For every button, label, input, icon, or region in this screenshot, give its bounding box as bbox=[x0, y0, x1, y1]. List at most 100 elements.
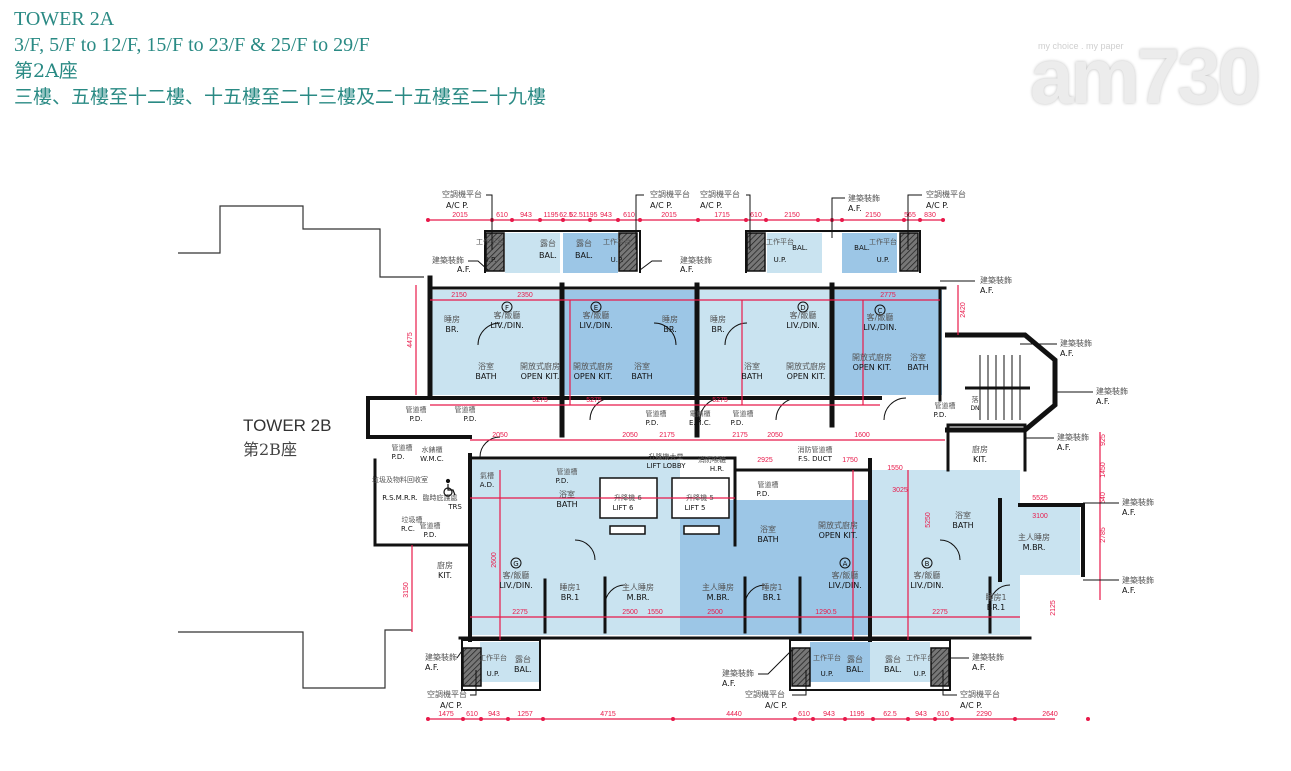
am730-logo: am730 my choice . my paper bbox=[1030, 32, 1261, 120]
svg-text:開放式廚房: 開放式廚房 bbox=[852, 352, 892, 362]
svg-text:D: D bbox=[800, 304, 805, 312]
svg-text:A/C P.: A/C P. bbox=[926, 201, 948, 210]
dimension-ticks bbox=[426, 218, 1090, 721]
svg-text:管道槽: 管道槽 bbox=[935, 401, 956, 410]
svg-text:P.D.: P.D. bbox=[556, 477, 569, 485]
svg-text:1290.5: 1290.5 bbox=[815, 609, 837, 616]
svg-text:943: 943 bbox=[488, 711, 500, 718]
svg-text:建築裝飾: 建築裝飾 bbox=[1096, 386, 1128, 396]
svg-text:2175: 2175 bbox=[659, 432, 675, 439]
svg-text:OPEN KIT.: OPEN KIT. bbox=[521, 372, 560, 381]
svg-text:廚房: 廚房 bbox=[972, 444, 988, 454]
svg-text:BATH: BATH bbox=[757, 535, 778, 544]
svg-text:BATH: BATH bbox=[475, 372, 496, 381]
svg-text:LIV./DIN.: LIV./DIN. bbox=[863, 323, 897, 332]
svg-text:浴室: 浴室 bbox=[559, 489, 575, 499]
svg-text:2125: 2125 bbox=[1050, 600, 1057, 616]
svg-text:5250: 5250 bbox=[925, 512, 932, 528]
svg-text:LIFT LOBBY: LIFT LOBBY bbox=[646, 462, 686, 470]
svg-text:A/C P.: A/C P. bbox=[446, 201, 468, 210]
svg-text:OPEN KIT.: OPEN KIT. bbox=[819, 531, 858, 540]
svg-text:U.P.: U.P. bbox=[487, 670, 500, 678]
svg-text:浴室: 浴室 bbox=[760, 524, 776, 534]
svg-text:A.F.: A.F. bbox=[425, 663, 439, 672]
svg-text:F: F bbox=[505, 304, 509, 312]
svg-text:睡房: 睡房 bbox=[710, 314, 726, 324]
svg-text:BAL.: BAL. bbox=[539, 251, 557, 260]
tower-2b-en: TOWER 2B bbox=[243, 416, 332, 435]
svg-text:A.F.: A.F. bbox=[848, 204, 862, 213]
svg-text:1475: 1475 bbox=[438, 711, 454, 718]
svg-text:BR.1: BR.1 bbox=[987, 603, 1005, 612]
svg-text:建築裝飾: 建築裝飾 bbox=[680, 255, 712, 265]
svg-text:BATH: BATH bbox=[631, 372, 652, 381]
svg-text:BAL.: BAL. bbox=[884, 665, 902, 674]
svg-text:開放式廚房: 開放式廚房 bbox=[520, 361, 560, 371]
svg-text:空調機平台: 空調機平台 bbox=[650, 189, 690, 199]
common-area-labels: 管道槽 P.D. 管道槽 P.D. 管道槽 P.D. 電錶櫃 E.M.C. 管道… bbox=[372, 395, 980, 539]
floors-zh: 三樓、五樓至十二樓、十五樓至二十三樓及二十五樓至二十九樓 bbox=[14, 86, 547, 108]
svg-text:升降機 5: 升降機 5 bbox=[686, 493, 714, 502]
svg-text:2150: 2150 bbox=[451, 292, 467, 299]
arch-feature-callout: 建築裝飾 A.F. bbox=[1020, 338, 1092, 358]
svg-text:OPEN KIT.: OPEN KIT. bbox=[853, 363, 892, 372]
svg-text:1750: 1750 bbox=[842, 457, 858, 464]
site-boundary bbox=[178, 205, 424, 689]
svg-text:客/飯廳: 客/飯廳 bbox=[494, 310, 521, 320]
svg-text:BR.: BR. bbox=[445, 325, 458, 334]
svg-text:LIFT 6: LIFT 6 bbox=[613, 504, 634, 512]
svg-text:管道槽: 管道槽 bbox=[392, 443, 413, 452]
svg-text:1195: 1195 bbox=[849, 711, 864, 718]
svg-text:5275: 5275 bbox=[586, 397, 602, 404]
svg-text:落: 落 bbox=[972, 395, 979, 404]
svg-text:消防喉轆: 消防喉轆 bbox=[698, 455, 726, 464]
logo-mark: am730 bbox=[1030, 32, 1261, 120]
svg-text:U.P.: U.P. bbox=[821, 670, 834, 678]
svg-text:LIV./DIN.: LIV./DIN. bbox=[910, 581, 944, 590]
svg-text:空調機平台: 空調機平台 bbox=[960, 689, 1000, 699]
svg-text:2500: 2500 bbox=[707, 609, 723, 616]
svg-text:BAL.: BAL. bbox=[846, 665, 864, 674]
svg-text:BAL.: BAL. bbox=[792, 244, 808, 252]
svg-text:2015: 2015 bbox=[452, 212, 468, 219]
svg-text:DN: DN bbox=[970, 405, 979, 412]
svg-text:建築裝飾: 建築裝飾 bbox=[972, 652, 1004, 662]
svg-text:A.F.: A.F. bbox=[1060, 349, 1074, 358]
svg-text:工作平台: 工作平台 bbox=[869, 237, 897, 246]
svg-text:OPEN KIT.: OPEN KIT. bbox=[787, 372, 826, 381]
svg-text:2925: 2925 bbox=[757, 457, 773, 464]
svg-text:OPEN KIT.: OPEN KIT. bbox=[574, 372, 613, 381]
svg-text:2350: 2350 bbox=[517, 292, 533, 299]
callouts: 空調機平台 A/C P. 空調機平台 A/C P. 空調機平台 A/C P. 空… bbox=[425, 189, 1154, 710]
svg-text:610: 610 bbox=[623, 212, 635, 219]
svg-text:浴室: 浴室 bbox=[478, 361, 494, 371]
tower-2b-zh: 第2B座 bbox=[243, 440, 297, 459]
svg-text:2500: 2500 bbox=[622, 609, 638, 616]
svg-text:BAL.: BAL. bbox=[854, 244, 870, 252]
svg-text:BATH: BATH bbox=[907, 363, 928, 372]
svg-text:U.P.: U.P. bbox=[877, 256, 890, 264]
unit-fills bbox=[432, 233, 1080, 682]
svg-text:1715: 1715 bbox=[714, 212, 730, 219]
svg-text:建築裝飾: 建築裝飾 bbox=[1060, 338, 1092, 348]
svg-text:BATH: BATH bbox=[556, 500, 577, 509]
svg-text:廚房: 廚房 bbox=[437, 560, 453, 570]
arch-feature-callout: 建築裝飾 A.F. bbox=[1083, 575, 1154, 595]
svg-text:BR.: BR. bbox=[663, 325, 676, 334]
svg-text:BATH: BATH bbox=[741, 372, 762, 381]
svg-text:610: 610 bbox=[750, 212, 762, 219]
svg-text:U.P.: U.P. bbox=[914, 670, 927, 678]
svg-text:管道槽: 管道槽 bbox=[557, 467, 578, 476]
svg-text:A.F.: A.F. bbox=[457, 265, 471, 274]
svg-text:R.S.M.R.R.: R.S.M.R.R. bbox=[382, 494, 417, 502]
dimension-text: 2015 610 943 1195 62.5 62.5 1195 943 610… bbox=[403, 212, 1107, 718]
svg-text:2420: 2420 bbox=[960, 302, 967, 318]
svg-text:B: B bbox=[925, 560, 930, 568]
arch-feature-callout: 建築裝飾 A.F. bbox=[831, 193, 880, 238]
svg-text:TRS: TRS bbox=[447, 503, 462, 511]
svg-text:5525: 5525 bbox=[1032, 495, 1048, 502]
svg-text:W.M.C.: W.M.C. bbox=[420, 455, 444, 463]
svg-text:A.D.: A.D. bbox=[480, 481, 495, 489]
svg-text:工作平台: 工作平台 bbox=[476, 237, 504, 246]
svg-text:垃圾及物料回收室: 垃圾及物料回收室 bbox=[372, 475, 428, 484]
